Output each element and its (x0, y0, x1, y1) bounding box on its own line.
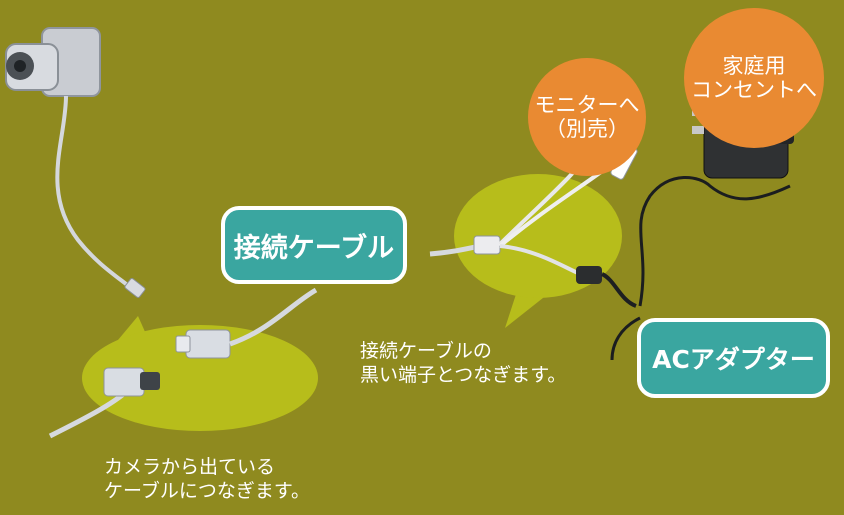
left-speech-bubble (82, 316, 318, 431)
monitor-callout: モニターへ （別売） (528, 58, 646, 176)
connection-note-right: 接続ケーブルの 黒い端子とつなぎます。 (360, 340, 567, 386)
camera-illustration (5, 27, 146, 298)
outlet-callout: 家庭用 コンセントへ (684, 8, 824, 148)
ac-adapter-label: ACアダプター (637, 318, 830, 398)
cable-connectors (48, 287, 318, 439)
connection-note-left: カメラから出ている ケーブルにつなぎます。 (104, 456, 310, 502)
connection-cable-label: 接続ケーブル (221, 206, 407, 284)
adapter-cable (610, 316, 641, 361)
